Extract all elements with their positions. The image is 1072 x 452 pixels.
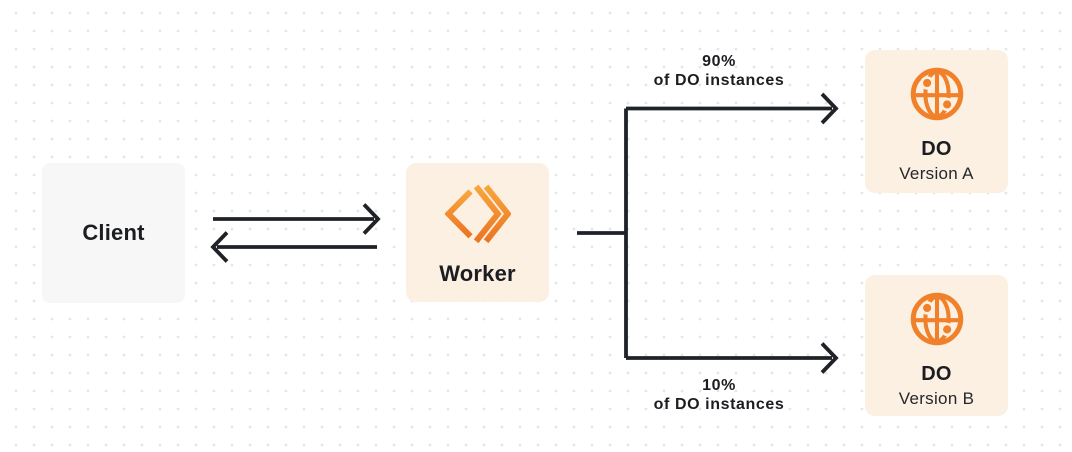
do-version-a-sublabel: Version A bbox=[899, 164, 974, 183]
do-version-b-label: DO bbox=[921, 363, 952, 385]
branch-to-version-b-arrowhead bbox=[820, 342, 839, 374]
branch-to-version-a-arrowhead bbox=[820, 92, 839, 125]
client-to-worker-arrowhead bbox=[362, 203, 381, 235]
do-version-b-node: DO Version B bbox=[865, 275, 1008, 416]
worker-label: Worker bbox=[439, 261, 516, 286]
branch-a-caption: of DO instances bbox=[653, 72, 785, 89]
do-version-a-label: DO bbox=[921, 138, 952, 160]
durable-object-globe-icon bbox=[908, 290, 966, 348]
client-node: Client bbox=[42, 163, 185, 303]
worker-to-client-arrowhead bbox=[210, 231, 229, 263]
branch-b-label: 10% of DO instances bbox=[654, 376, 785, 414]
branch-b-caption: of DO instances bbox=[653, 396, 785, 413]
branch-a-percent: 90% bbox=[702, 53, 736, 70]
cloudflare-workers-logo-icon bbox=[444, 184, 511, 244]
do-version-a-node: DO Version A bbox=[865, 50, 1008, 193]
do-version-b-sublabel: Version B bbox=[898, 389, 975, 408]
branch-a-label: 90% of DO instances bbox=[654, 52, 785, 90]
branch-b-percent: 10% bbox=[702, 377, 736, 394]
client-label: Client bbox=[82, 220, 145, 245]
worker-branch-line bbox=[577, 106, 832, 360]
durable-object-globe-icon bbox=[908, 65, 966, 123]
worker-node: Worker bbox=[406, 163, 549, 302]
